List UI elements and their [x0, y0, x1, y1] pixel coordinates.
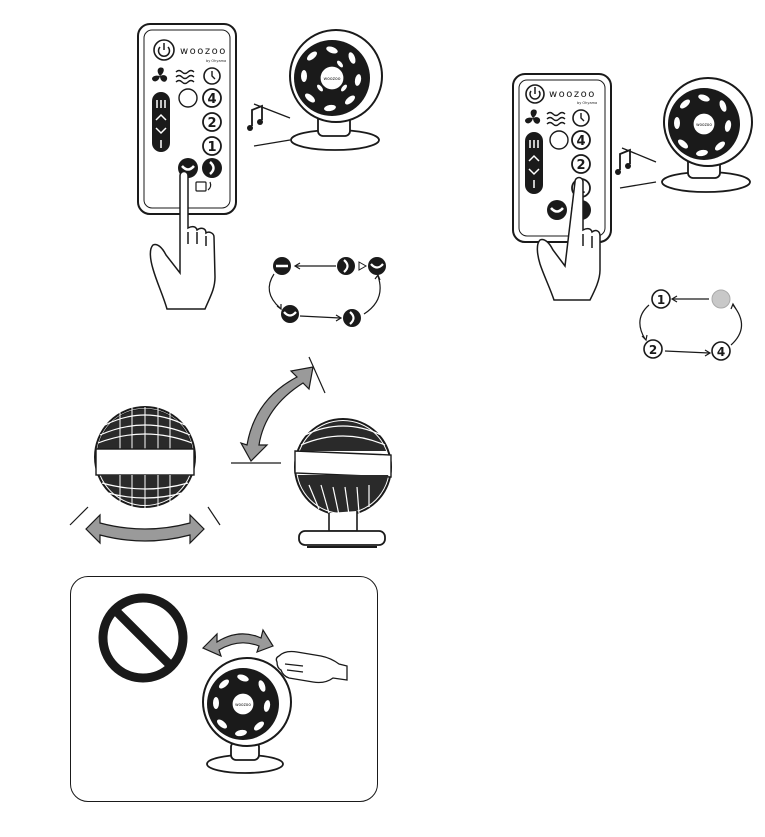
timer-2-badge: 2 — [643, 339, 663, 359]
oscillation-vertical-button[interactable] — [202, 158, 222, 178]
tilt-arrow-vertical — [239, 366, 314, 462]
timer-off-gray-dot — [711, 289, 731, 309]
pressing-hand-icon — [149, 170, 216, 310]
horizontal-oscillation-icon — [281, 305, 299, 323]
fan-right-brand: woozoo — [696, 122, 712, 127]
remote-right-sub: by Ohyama — [577, 101, 597, 105]
fan-head-side — [294, 418, 392, 516]
remote-right-diagram: woozoo by Ohyama 4 2 1 — [512, 73, 612, 301]
svg-text:4: 4 — [717, 345, 725, 359]
svg-text:2: 2 — [207, 116, 216, 131]
timer-cycle-diagram: 1 2 4 — [639, 289, 743, 361]
fan-head: woozoo — [202, 657, 292, 747]
hand-pushing-icon — [275, 650, 348, 684]
oscillation-off-icon — [273, 257, 291, 275]
power-button-icon[interactable] — [525, 84, 545, 104]
fan-warning-brand: woozoo — [235, 702, 251, 707]
speed-rocker-button[interactable] — [152, 92, 170, 152]
no-manual-rotate-diagram: woozoo — [201, 628, 348, 774]
timer-2-button[interactable]: 2 — [202, 112, 222, 132]
swing-arrow-horizontal — [85, 513, 205, 545]
fan-left-diagram: woozoo — [247, 29, 383, 151]
speed-rocker-button[interactable] — [525, 132, 543, 194]
fan-speed-icon — [152, 67, 168, 82]
timer-1-button[interactable]: 1 — [202, 136, 222, 156]
svg-text:1: 1 — [207, 140, 216, 155]
timer-1-badge: 1 — [651, 289, 671, 309]
timer-2-button[interactable]: 2 — [571, 154, 591, 174]
fan-speed-icon — [525, 109, 541, 124]
remote-right-brand: woozoo — [549, 89, 596, 100]
svg-text:4: 4 — [576, 134, 585, 149]
prohibited-icon — [98, 593, 188, 683]
vertical-oscillation-icon-2 — [343, 309, 361, 327]
blank-button[interactable] — [178, 88, 198, 108]
music-note-icon — [615, 148, 631, 175]
timer-4-button[interactable]: 4 — [571, 130, 591, 150]
oscillation-cycle-diagram — [268, 257, 386, 327]
remote-left-diagram: woozoo by Ohyama 4 2 1 — [137, 23, 237, 310]
warning-panel — [70, 576, 378, 802]
breeze-mode-icon — [175, 69, 195, 85]
blank-button[interactable] — [549, 130, 569, 150]
remote-left-brand: woozoo — [180, 46, 227, 57]
fan-left-brand: woozoo — [323, 77, 340, 82]
manual-turn-arrow — [201, 628, 274, 658]
timer-4-button[interactable]: 4 — [202, 88, 222, 108]
svg-text:4: 4 — [207, 92, 216, 107]
music-note-icon — [247, 104, 263, 131]
fan-head-front — [94, 406, 196, 509]
fan-right-diagram: woozoo — [615, 77, 753, 193]
svg-text:1: 1 — [657, 293, 665, 307]
power-button-icon[interactable] — [153, 39, 175, 61]
horizontal-swing-diagram — [69, 406, 221, 545]
svg-text:2: 2 — [649, 343, 657, 357]
timer-clock-icon[interactable] — [572, 109, 590, 127]
vertical-tilt-diagram — [231, 356, 392, 548]
pressing-hand-icon — [536, 176, 601, 301]
svg-text:2: 2 — [576, 158, 585, 173]
timer-4-badge: 4 — [711, 341, 731, 361]
breeze-mode-icon — [546, 111, 566, 127]
timer-clock-icon[interactable] — [203, 67, 221, 85]
combined-oscillation-icon — [368, 257, 386, 275]
vertical-oscillation-icon — [337, 257, 355, 275]
oscillation-horizontal-button[interactable] — [547, 200, 567, 220]
auto-mode-icon — [195, 181, 212, 192]
fan-base-side — [298, 530, 386, 546]
remote-left-sub: by Ohyama — [206, 59, 226, 63]
